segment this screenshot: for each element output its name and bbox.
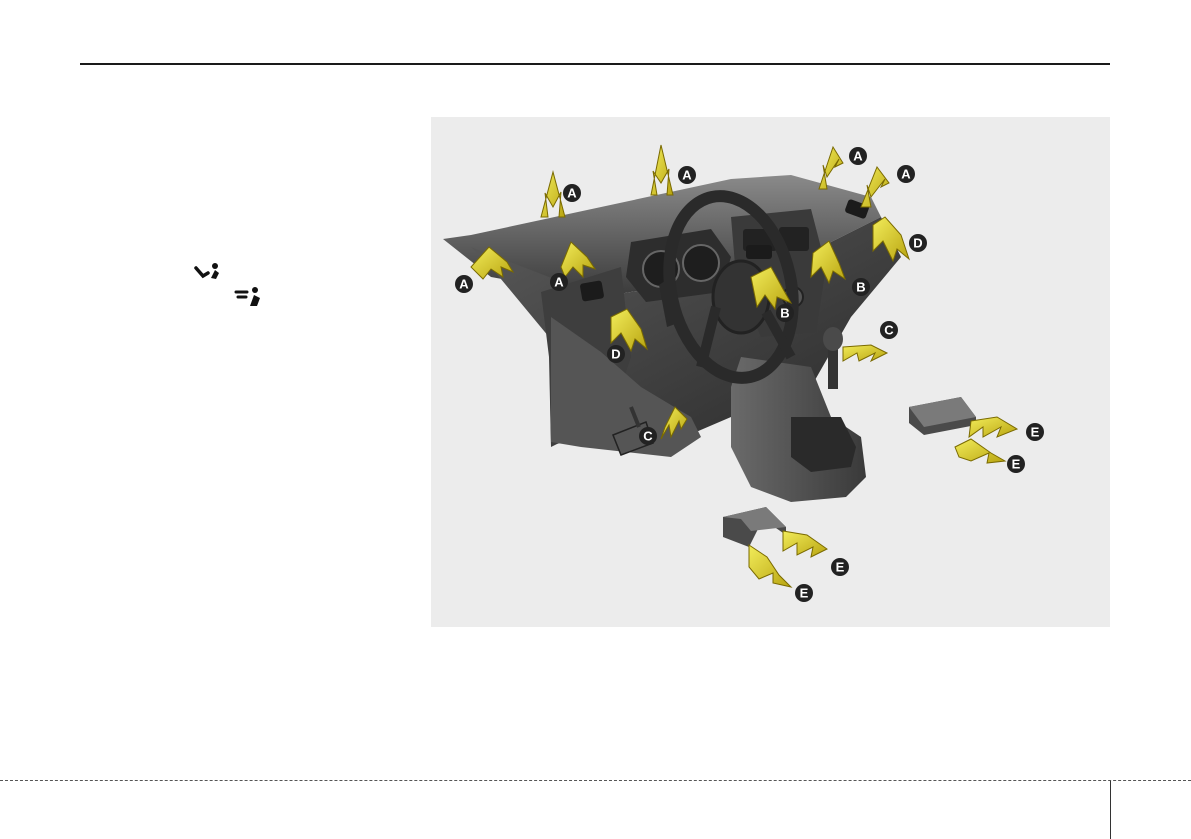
outlet-badge-e: E bbox=[1007, 455, 1025, 473]
dashboard-drawing: A A A A A A B B C C D D E E E E bbox=[431, 117, 1110, 627]
badge-letter: A bbox=[459, 277, 469, 292]
outlet-badge-a: A bbox=[897, 165, 915, 183]
badge-letter: C bbox=[643, 429, 653, 444]
outlet-badge-a: A bbox=[550, 273, 568, 291]
outlet-badge-d: D bbox=[909, 234, 927, 252]
airflow-arrow bbox=[651, 145, 673, 195]
airflow-arrow bbox=[969, 417, 1017, 437]
floor-vent-icon bbox=[194, 262, 224, 282]
air-outlet-illustration: A A A A A A B B C C D D E E E E bbox=[431, 117, 1110, 627]
badge-letter: E bbox=[1031, 425, 1040, 440]
outlet-badge-e: E bbox=[831, 558, 849, 576]
header-rule bbox=[80, 63, 1110, 65]
badge-letter: A bbox=[682, 168, 692, 183]
airflow-arrow bbox=[843, 345, 887, 361]
badge-letter: E bbox=[836, 560, 845, 575]
badge-letter: D bbox=[913, 236, 922, 251]
outlet-badge-a: A bbox=[563, 184, 581, 202]
outlet-badge-d: D bbox=[607, 345, 625, 363]
airflow-arrow bbox=[819, 147, 843, 189]
badge-letter: A bbox=[554, 275, 564, 290]
outlet-badge-e: E bbox=[1026, 423, 1044, 441]
badge-letter: C bbox=[884, 323, 894, 338]
footer-rule bbox=[0, 780, 1191, 781]
outlet-badge-e: E bbox=[795, 584, 813, 602]
outlet-badge-a: A bbox=[455, 275, 473, 293]
outlet-badge-c: C bbox=[639, 427, 657, 445]
outlet-badge-a: A bbox=[678, 166, 696, 184]
badge-letter: E bbox=[1012, 457, 1021, 472]
outlet-badge-a: A bbox=[849, 147, 867, 165]
badge-letter: B bbox=[856, 280, 865, 295]
badge-letter: A bbox=[567, 186, 577, 201]
badge-letter: D bbox=[611, 347, 620, 362]
badge-letter: A bbox=[853, 149, 863, 164]
badge-letter: E bbox=[800, 586, 809, 601]
face-vent-icon bbox=[234, 286, 264, 308]
airflow-arrow bbox=[955, 439, 1005, 463]
airflow-arrow bbox=[783, 531, 827, 557]
airflow-arrow bbox=[749, 545, 791, 587]
airflow-arrow bbox=[541, 172, 565, 217]
badge-letter: B bbox=[780, 306, 789, 321]
outlet-badge-b: B bbox=[776, 304, 794, 322]
outlet-badge-c: C bbox=[880, 321, 898, 339]
airflow-arrow bbox=[861, 167, 889, 207]
badge-letter: A bbox=[901, 167, 911, 182]
footer-page-divider bbox=[1110, 781, 1111, 839]
outlet-badge-b: B bbox=[852, 278, 870, 296]
